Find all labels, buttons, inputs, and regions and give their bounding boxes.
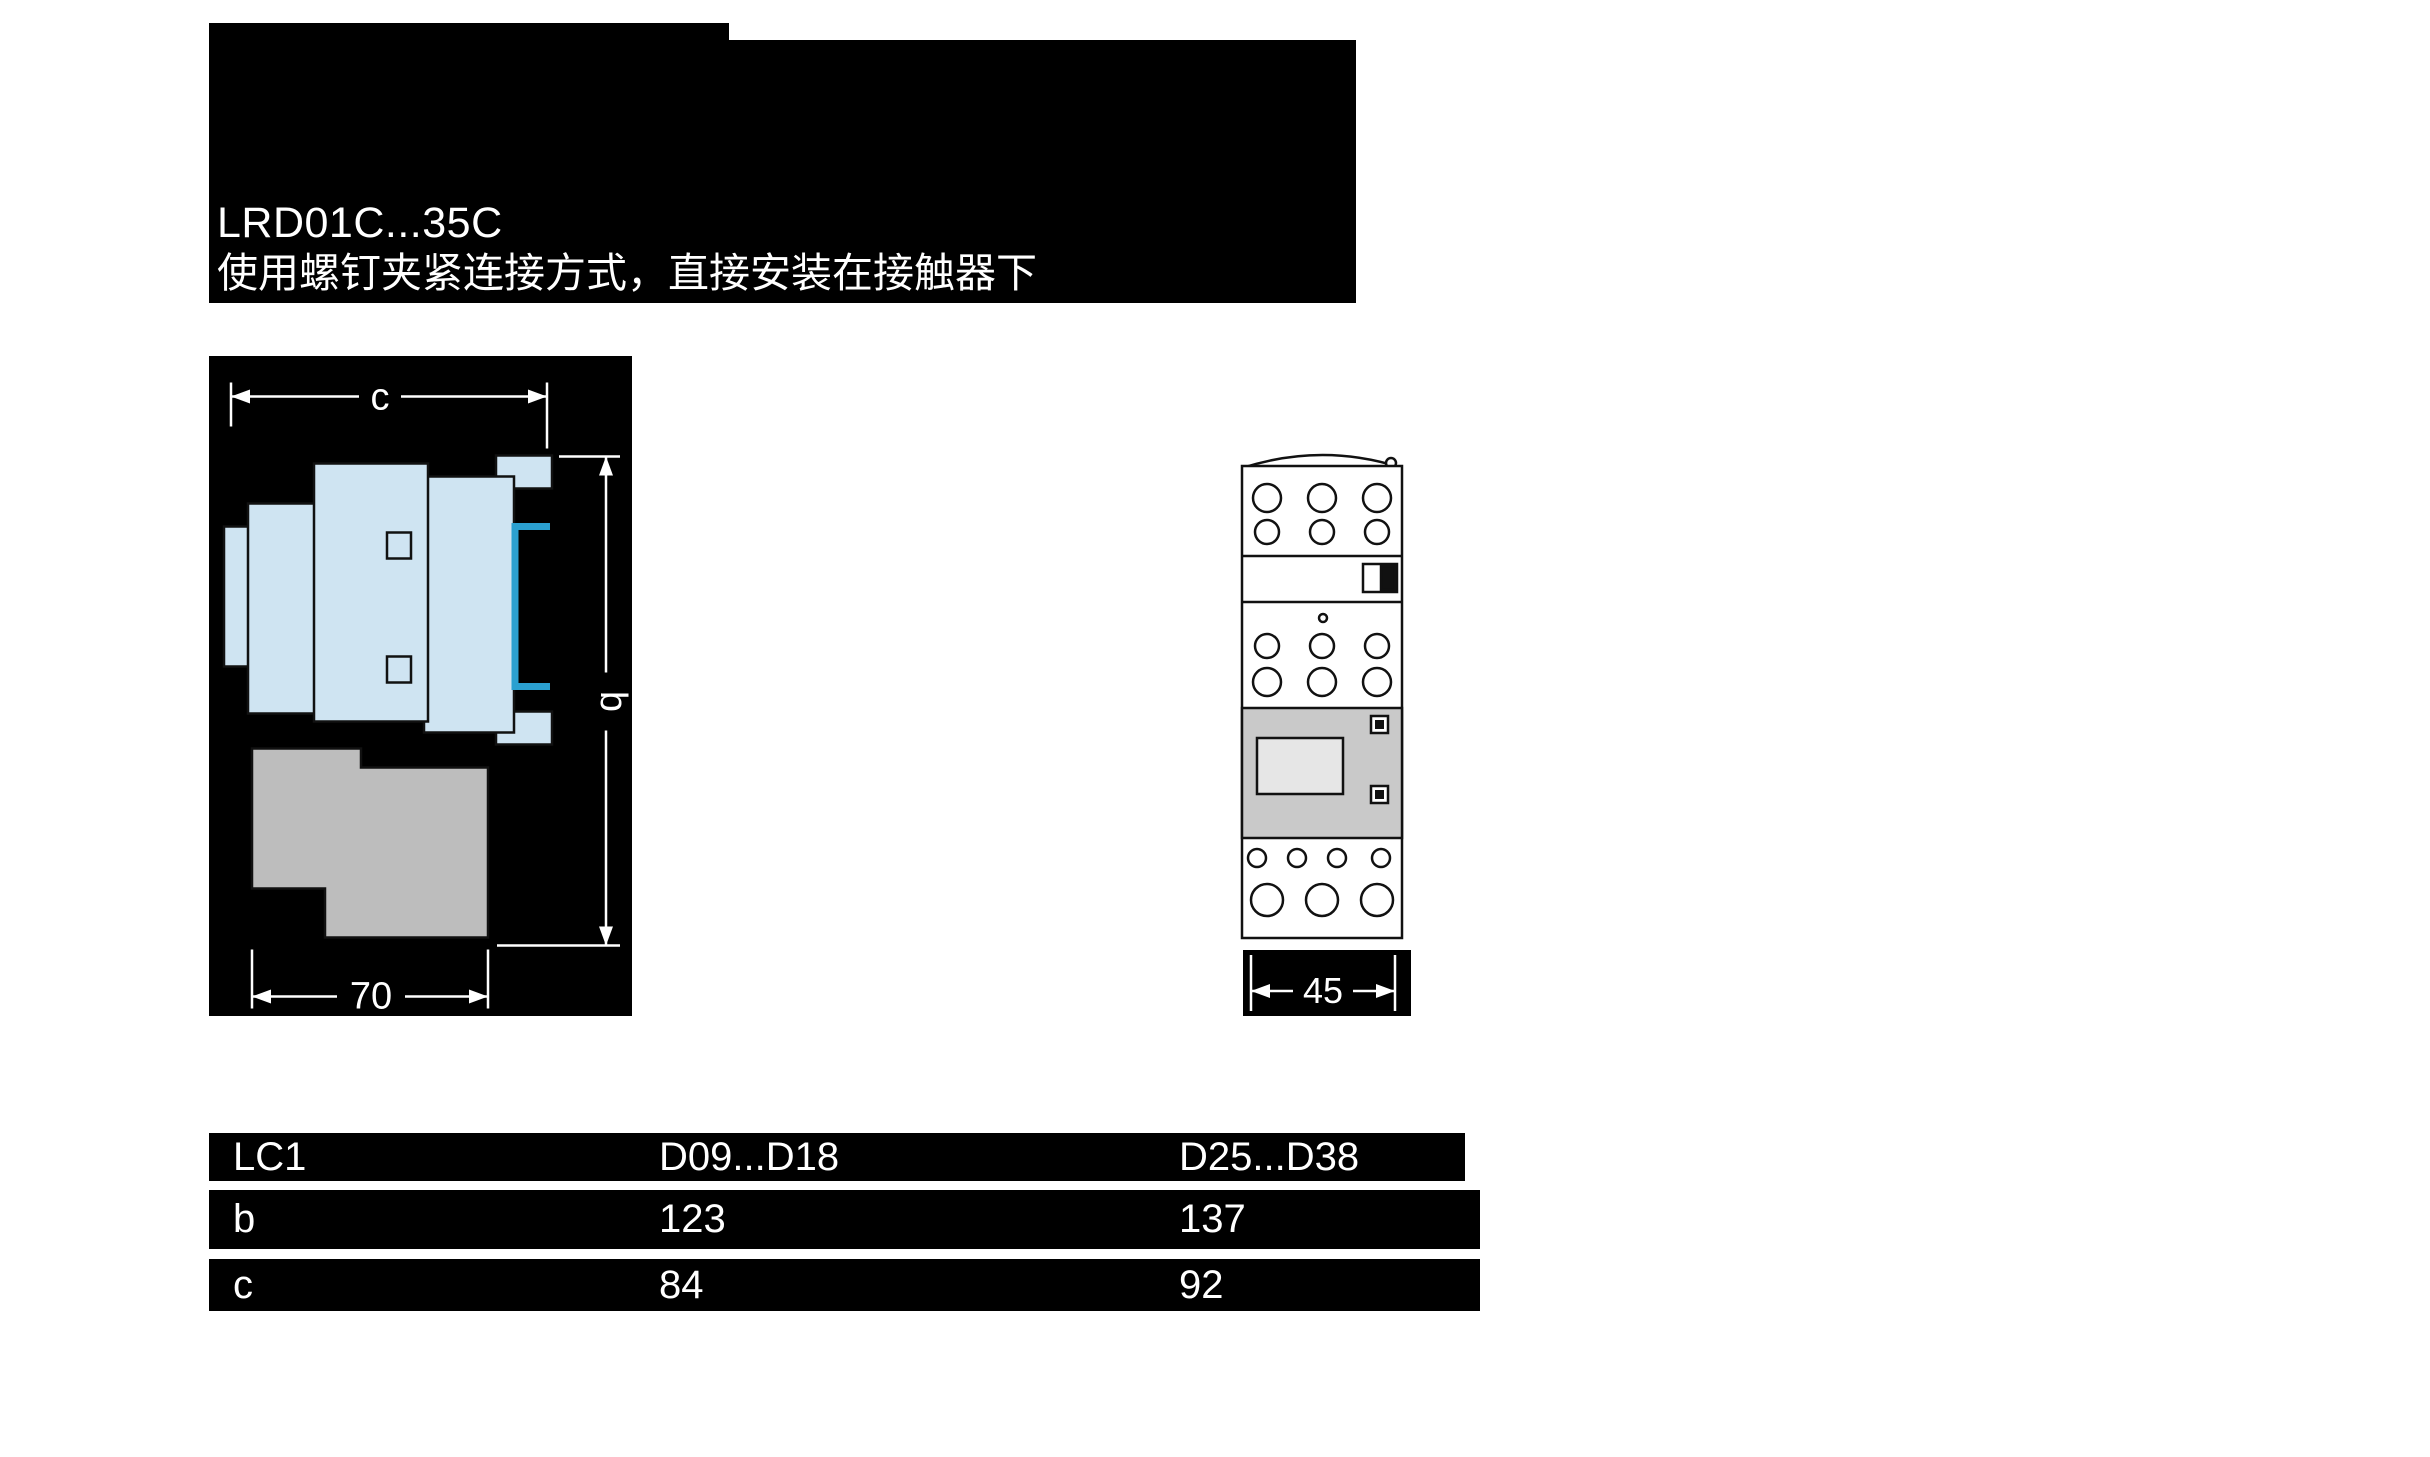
row-value: 92 — [1179, 1263, 1224, 1307]
row-value: 137 — [1179, 1197, 1246, 1241]
dim-label-45: 45 — [1303, 970, 1343, 1011]
header-banner — [209, 40, 1356, 303]
terminal-row-bottom — [1249, 882, 1395, 918]
dial-window — [1255, 736, 1345, 796]
table-header-d25-d38: D25...D38 — [1179, 1135, 1360, 1179]
dim-b-arrow-bottom — [599, 926, 613, 946]
dim-45-arrow-left — [1251, 984, 1270, 998]
dim-b-lines — [497, 455, 620, 947]
row-value: 123 — [659, 1197, 726, 1241]
front-view-drawing: 45 — [1235, 450, 1411, 1016]
dim-label-c: c — [371, 377, 390, 419]
table-header-d09-d18: D09...D18 — [659, 1135, 840, 1179]
dim-label-b: b — [592, 691, 632, 712]
din-clip — [511, 523, 550, 690]
terminal-row-top-1 — [1251, 482, 1393, 514]
front-view-details — [1240, 482, 1404, 918]
side-view-svg: c — [222, 377, 632, 1017]
header-banner-step — [209, 23, 729, 41]
dim-c-arrow-left — [231, 389, 250, 404]
table-row: c 84 92 — [209, 1259, 1480, 1311]
dim-45-bar — [1243, 950, 1411, 1016]
row-label: b — [233, 1197, 256, 1241]
row-value: 84 — [659, 1263, 704, 1307]
contactor-body — [222, 454, 554, 746]
terminal-row-aux — [1246, 847, 1392, 869]
dim-45-arrow-right — [1376, 984, 1395, 998]
side-view-drawing: c — [209, 356, 632, 1016]
header-text-block: LRD01C...35C 使用螺钉夹紧连接方式，直接安装在接触器下 — [217, 198, 1037, 298]
terminal-row-mid-1 — [1253, 632, 1391, 660]
terminal-notch-bottom — [385, 655, 413, 684]
dim-b-arrow-top — [599, 456, 613, 476]
table-header-lc1: LC1 — [233, 1135, 307, 1179]
front-view-svg: 45 — [1240, 453, 1411, 1016]
overload-relay-body — [250, 747, 490, 939]
table-header-row: LC1 D09...D18 D25...D38 — [209, 1133, 1465, 1181]
dim-c-lines — [229, 382, 549, 449]
test-button — [1317, 612, 1329, 624]
dim-70-arrow-right — [469, 989, 488, 1004]
terminal-notch-top — [385, 531, 413, 560]
dim-70-arrow-left — [252, 989, 271, 1004]
table-row: b 123 137 — [209, 1190, 1480, 1249]
row-label: c — [233, 1263, 253, 1307]
dim-label-70: 70 — [350, 976, 392, 1017]
product-range: LRD01C...35C — [217, 199, 503, 247]
product-description: 使用螺钉夹紧连接方式，直接安装在接触器下 — [217, 250, 1037, 296]
terminal-row-top-2 — [1253, 518, 1391, 546]
terminal-row-mid-2 — [1251, 666, 1393, 698]
dim-c-arrow-right — [528, 389, 547, 404]
